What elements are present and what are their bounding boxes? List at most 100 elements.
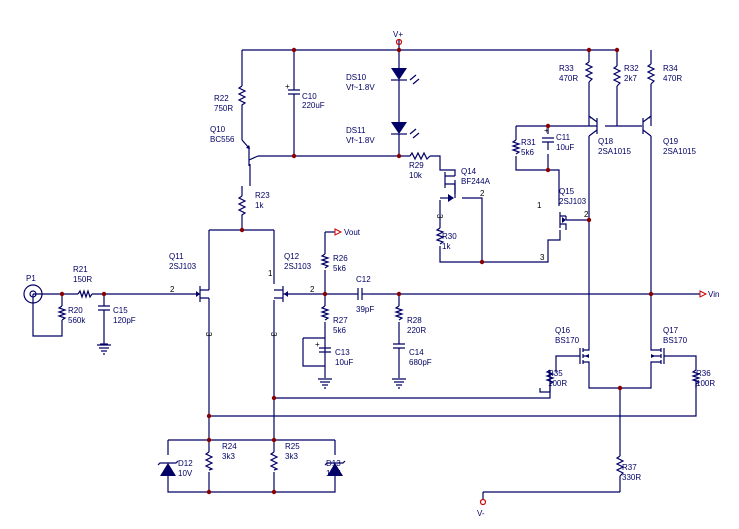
svg-text:3k3: 3k3 bbox=[222, 452, 235, 461]
svg-text:330R: 330R bbox=[622, 473, 641, 482]
wires bbox=[32, 40, 700, 500]
svg-text:C14: C14 bbox=[409, 348, 424, 357]
svg-text:+: + bbox=[285, 82, 290, 91]
svg-text:1k: 1k bbox=[255, 201, 264, 210]
svg-text:BC556: BC556 bbox=[210, 135, 235, 144]
svg-text:R29: R29 bbox=[409, 161, 424, 170]
vminus-symbol: V- bbox=[477, 498, 487, 518]
svg-text:R20: R20 bbox=[68, 306, 83, 315]
svg-text:2: 2 bbox=[170, 285, 175, 294]
svg-text:R27: R27 bbox=[333, 316, 348, 325]
svg-text:Q18: Q18 bbox=[598, 137, 614, 146]
junction-dots bbox=[59, 47, 654, 495]
svg-text:Q16: Q16 bbox=[555, 326, 571, 335]
svg-text:470R: 470R bbox=[663, 74, 682, 83]
svg-text:R25: R25 bbox=[285, 442, 300, 451]
svg-text:V+: V+ bbox=[393, 30, 403, 39]
svg-text:560k: 560k bbox=[68, 316, 86, 325]
svg-text:10uF: 10uF bbox=[556, 143, 574, 152]
svg-text:Q17: Q17 bbox=[663, 326, 679, 335]
svg-text:2SA1015: 2SA1015 bbox=[598, 147, 631, 156]
transistor-symbols bbox=[196, 115, 665, 370]
svg-text:Q10: Q10 bbox=[210, 125, 226, 134]
svg-text:+: + bbox=[544, 126, 549, 135]
svg-text:120pF: 120pF bbox=[113, 316, 136, 325]
svg-text:10V: 10V bbox=[178, 469, 193, 478]
svg-text:C10: C10 bbox=[302, 92, 317, 101]
svg-text:R33: R33 bbox=[559, 64, 574, 73]
pin-numbers: 2 2 2 1 1 2 3 3 3 3 bbox=[170, 189, 589, 337]
svg-text:10uF: 10uF bbox=[335, 358, 353, 367]
svg-text:2: 2 bbox=[310, 285, 315, 294]
svg-text:C15: C15 bbox=[113, 306, 128, 315]
svg-text:1: 1 bbox=[537, 201, 542, 210]
svg-text:Q14: Q14 bbox=[461, 167, 477, 176]
svg-text:680pF: 680pF bbox=[409, 358, 432, 367]
svg-text:10k: 10k bbox=[409, 171, 423, 180]
svg-text:R26: R26 bbox=[333, 254, 348, 263]
svg-text:BF244A: BF244A bbox=[461, 177, 491, 186]
svg-text:R36: R36 bbox=[696, 369, 711, 378]
svg-text:Q12: Q12 bbox=[284, 252, 300, 261]
svg-text:R37: R37 bbox=[622, 463, 637, 472]
p1-connector: P1 bbox=[23, 274, 43, 304]
svg-text:Vout: Vout bbox=[344, 228, 361, 237]
svg-text:220R: 220R bbox=[407, 326, 426, 335]
svg-text:Vin: Vin bbox=[708, 290, 719, 299]
svg-text:10V: 10V bbox=[326, 469, 341, 478]
svg-text:D13: D13 bbox=[326, 459, 341, 468]
svg-text:+: + bbox=[315, 340, 320, 349]
svg-text:R31: R31 bbox=[521, 138, 536, 147]
svg-text:1k: 1k bbox=[442, 242, 451, 251]
svg-text:C12: C12 bbox=[356, 275, 371, 284]
resistor-symbols bbox=[57, 61, 701, 477]
zener-symbols bbox=[157, 460, 346, 476]
svg-text:2: 2 bbox=[584, 210, 589, 219]
vin-port: Vin bbox=[699, 290, 719, 299]
svg-text:Q19: Q19 bbox=[663, 137, 679, 146]
svg-text:Vf~1.8V: Vf~1.8V bbox=[346, 83, 375, 92]
svg-text:3k3: 3k3 bbox=[285, 452, 298, 461]
svg-text:R22: R22 bbox=[214, 94, 229, 103]
svg-text:5k6: 5k6 bbox=[521, 148, 534, 157]
svg-text:R23: R23 bbox=[255, 191, 270, 200]
svg-text:V-: V- bbox=[477, 509, 485, 518]
svg-text:Q11: Q11 bbox=[169, 252, 184, 261]
svg-text:Vf~1.8V: Vf~1.8V bbox=[346, 136, 375, 145]
ground-symbols bbox=[97, 344, 406, 389]
vplus-symbol: V+ bbox=[393, 30, 403, 46]
svg-text:2SJ103: 2SJ103 bbox=[169, 262, 197, 271]
svg-text:R24: R24 bbox=[222, 442, 237, 451]
svg-text:3: 3 bbox=[269, 332, 278, 337]
svg-text:R32: R32 bbox=[624, 64, 639, 73]
svg-text:2SJ103: 2SJ103 bbox=[559, 197, 587, 206]
led-symbols bbox=[391, 68, 420, 139]
svg-text:220uF: 220uF bbox=[302, 101, 325, 110]
capacitor-symbols: + + + bbox=[98, 82, 554, 356]
svg-text:2: 2 bbox=[480, 189, 485, 198]
svg-text:P1: P1 bbox=[26, 274, 36, 283]
svg-text:3: 3 bbox=[435, 214, 444, 219]
svg-text:3: 3 bbox=[540, 253, 545, 262]
svg-text:R28: R28 bbox=[407, 316, 422, 325]
svg-text:150R: 150R bbox=[73, 275, 92, 284]
svg-text:R35: R35 bbox=[548, 369, 563, 378]
svg-text:100R: 100R bbox=[696, 379, 715, 388]
svg-text:100R: 100R bbox=[548, 379, 567, 388]
svg-text:1: 1 bbox=[268, 269, 273, 278]
svg-text:470R: 470R bbox=[559, 74, 578, 83]
svg-text:2SJ103: 2SJ103 bbox=[284, 262, 312, 271]
svg-text:2SA1015: 2SA1015 bbox=[663, 147, 696, 156]
component-labels: R22 750R Q10 BC556 C10 220uF DS10 Vf~1.8… bbox=[68, 64, 715, 482]
svg-text:2k7: 2k7 bbox=[624, 74, 637, 83]
svg-text:R34: R34 bbox=[663, 64, 678, 73]
vout-port: Vout bbox=[325, 228, 361, 237]
svg-text:DS11: DS11 bbox=[346, 126, 366, 135]
svg-text:BS170: BS170 bbox=[555, 336, 580, 345]
svg-text:5k6: 5k6 bbox=[333, 326, 346, 335]
svg-text:39pF: 39pF bbox=[356, 305, 374, 314]
svg-text:C11: C11 bbox=[556, 133, 571, 142]
svg-text:R21: R21 bbox=[73, 265, 88, 274]
svg-text:R30: R30 bbox=[442, 232, 457, 241]
